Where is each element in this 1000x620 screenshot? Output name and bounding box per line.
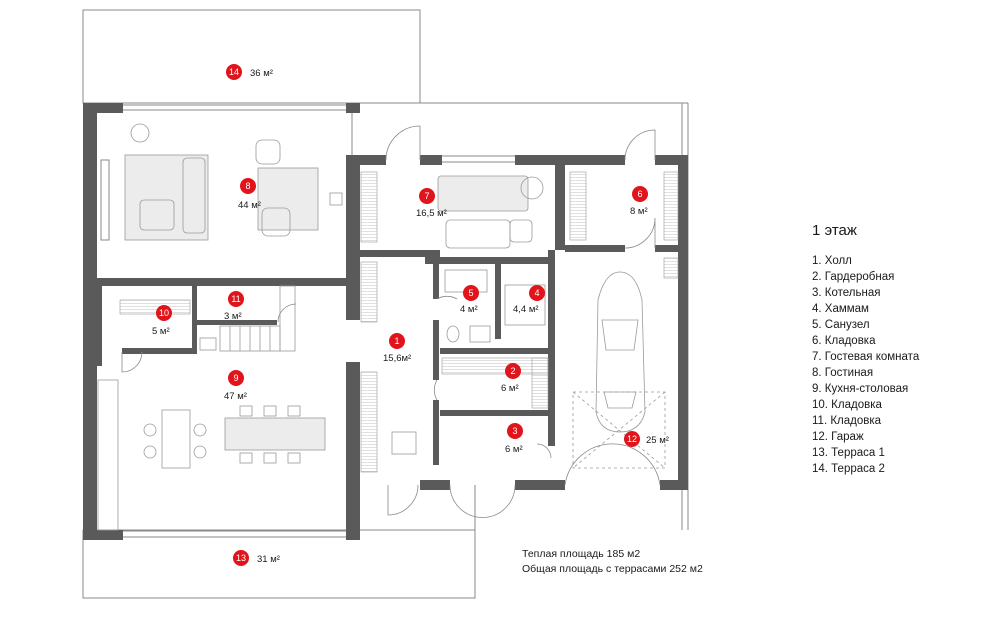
svg-text:15,6м²: 15,6м² <box>383 353 411 364</box>
dining-furniture <box>97 337 417 531</box>
svg-text:25 м²: 25 м² <box>646 435 669 446</box>
garage-car <box>572 271 666 469</box>
total-area-text: Общая площадь с террасами 252 м2 <box>522 563 703 575</box>
svg-text:9: 9 <box>233 373 238 383</box>
room-marker-3: 3 6 м² <box>505 423 523 455</box>
svg-text:3: 3 <box>512 426 517 436</box>
svg-text:11: 11 <box>231 294 240 304</box>
legend-item: 13. Терраса 1 <box>812 447 885 459</box>
floor-title: 1 этаж <box>812 222 857 239</box>
legend-item: 9. Кухня-столовая <box>812 383 909 395</box>
svg-text:8: 8 <box>245 181 250 191</box>
svg-text:16,5 м²: 16,5 м² <box>416 208 447 219</box>
room-marker-7: 7 16,5 м² <box>416 188 447 219</box>
room-marker-2: 2 6 м² <box>501 363 521 394</box>
svg-text:4 м²: 4 м² <box>460 304 478 315</box>
svg-text:5 м²: 5 м² <box>152 326 170 337</box>
svg-text:44 м²: 44 м² <box>238 200 261 211</box>
svg-text:2: 2 <box>510 366 515 376</box>
svg-text:4: 4 <box>534 288 539 298</box>
stairs <box>219 285 296 352</box>
legend: 1 этаж 1. Холл 2. Гардеробная 3. Котельн… <box>812 222 919 477</box>
legend-item: 4. Хаммам <box>812 303 869 315</box>
legend-item: 5. Санузел <box>812 319 870 331</box>
room-marker-9: 9 47 м² <box>224 370 247 402</box>
walls <box>83 103 688 540</box>
svg-text:7: 7 <box>424 191 429 201</box>
area-totals: Теплая площадь 185 м2 Общая площадь с те… <box>522 547 703 577</box>
legend-item: 8. Гостиная <box>812 367 874 379</box>
legend-item: 12. Гараж <box>812 431 864 443</box>
room-marker-11: 11 3 м² <box>224 291 244 322</box>
svg-text:5: 5 <box>468 288 473 298</box>
svg-text:13: 13 <box>236 553 246 563</box>
svg-text:1: 1 <box>394 336 399 346</box>
svg-text:36 м²: 36 м² <box>250 68 273 79</box>
room-marker-6: 6 8 м² <box>630 186 648 217</box>
legend-item: 1. Холл <box>812 255 852 267</box>
legend-item: 10. Кладовка <box>812 399 882 411</box>
legend-item: 6. Кладовка <box>812 335 876 347</box>
legend-item: 7. Гостевая комната <box>812 351 920 363</box>
room-marker-12: 12 25 м² <box>624 431 669 447</box>
legend-list: 1. Холл 2. Гардеробная 3. Котельная 4. Х… <box>812 253 919 477</box>
svg-text:8 м²: 8 м² <box>630 206 648 217</box>
svg-text:6 м²: 6 м² <box>505 444 523 455</box>
legend-item: 2. Гардеробная <box>812 271 895 283</box>
room-marker-5: 5 4 м² <box>460 285 479 315</box>
room-marker-14: 14 36 м² <box>226 64 273 80</box>
room-marker-10: 10 5 м² <box>152 305 172 337</box>
svg-text:31 м²: 31 м² <box>257 554 280 565</box>
svg-text:6: 6 <box>637 189 642 199</box>
svg-text:10: 10 <box>159 308 169 318</box>
room-markers: 14 36 м² 8 44 м² 7 16,5 м² 6 8 м² 10 5 м… <box>152 64 669 566</box>
terrace-2-outline <box>82 9 421 104</box>
legend-item: 11. Кладовка <box>812 415 882 427</box>
windows <box>100 104 515 538</box>
room-marker-4: 4 4,4 м² <box>513 285 545 315</box>
warm-area-text: Теплая площадь 185 м2 <box>522 548 641 560</box>
legend-item: 3. Котельная <box>812 287 881 299</box>
legend-item: 14. Терраса 2 <box>812 463 885 475</box>
doors <box>121 125 661 518</box>
svg-text:14: 14 <box>229 67 239 77</box>
room-marker-1: 1 15,6м² <box>383 333 411 364</box>
svg-text:3 м²: 3 м² <box>224 311 242 322</box>
wardrobes <box>119 171 679 473</box>
living-room-furniture <box>124 123 343 241</box>
guest-room-furniture <box>437 175 544 249</box>
room-marker-13: 13 31 м² <box>233 550 280 566</box>
svg-text:6 м²: 6 м² <box>501 383 519 394</box>
svg-text:4,4 м²: 4,4 м² <box>513 304 539 315</box>
svg-text:12: 12 <box>627 434 637 444</box>
room-marker-8: 8 44 м² <box>238 178 261 211</box>
svg-text:47 м²: 47 м² <box>224 391 247 402</box>
